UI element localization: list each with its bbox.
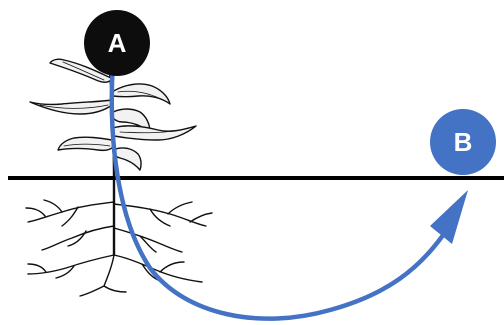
marker-b-label: B <box>454 127 473 157</box>
arrowhead-icon <box>430 190 468 244</box>
marker-b: B <box>430 109 496 175</box>
marker-a: A <box>84 10 150 76</box>
transfer-arrow-path <box>109 59 451 321</box>
plant-with-roots-icon <box>25 56 213 297</box>
marker-a-label: A <box>108 28 127 58</box>
